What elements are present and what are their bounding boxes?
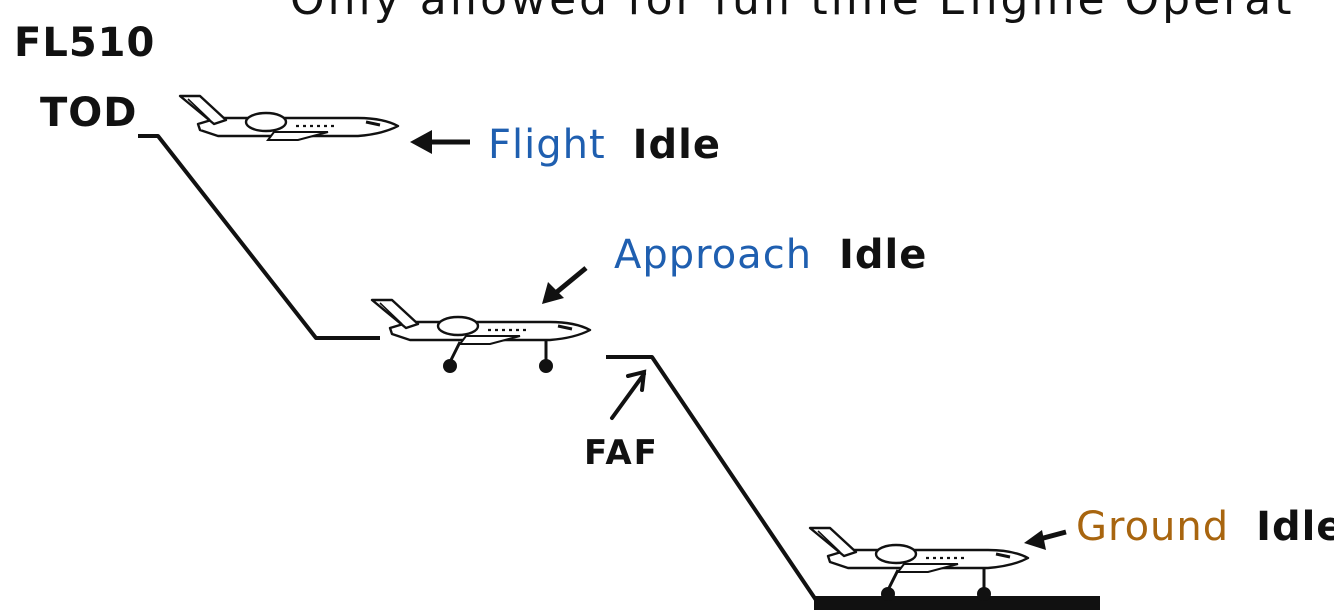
phase-label-ground: Ground Idle xyxy=(1076,504,1334,550)
arrow-icon xyxy=(410,130,470,154)
phase-name-approach: Approach xyxy=(614,232,812,278)
aircraft-icon xyxy=(370,298,592,375)
phase-suffix-flight: Idle xyxy=(633,122,721,168)
phase-name-flight: Flight xyxy=(488,122,606,168)
runway-bar xyxy=(814,596,1100,610)
heading-text: Only allowed for full time Engine Operat xyxy=(290,0,1295,25)
phase-label-approach: Approach Idle xyxy=(614,232,927,278)
phase-name-ground: Ground xyxy=(1076,504,1229,550)
phase-suffix-approach: Idle xyxy=(839,232,927,278)
altitude-label: FL510 xyxy=(14,20,155,66)
faf-label: FAF xyxy=(584,433,659,473)
aircraft-icon xyxy=(178,94,400,142)
phase-suffix-ground: Idle xyxy=(1256,504,1334,550)
tod-label: TOD xyxy=(40,90,138,136)
arrow-icon xyxy=(1024,529,1067,550)
descent-path xyxy=(138,134,818,602)
aircraft-icon xyxy=(808,526,1030,603)
arrow-icon xyxy=(610,369,647,420)
arrow-icon xyxy=(542,266,588,304)
phase-label-flight: Flight Idle xyxy=(488,122,721,168)
